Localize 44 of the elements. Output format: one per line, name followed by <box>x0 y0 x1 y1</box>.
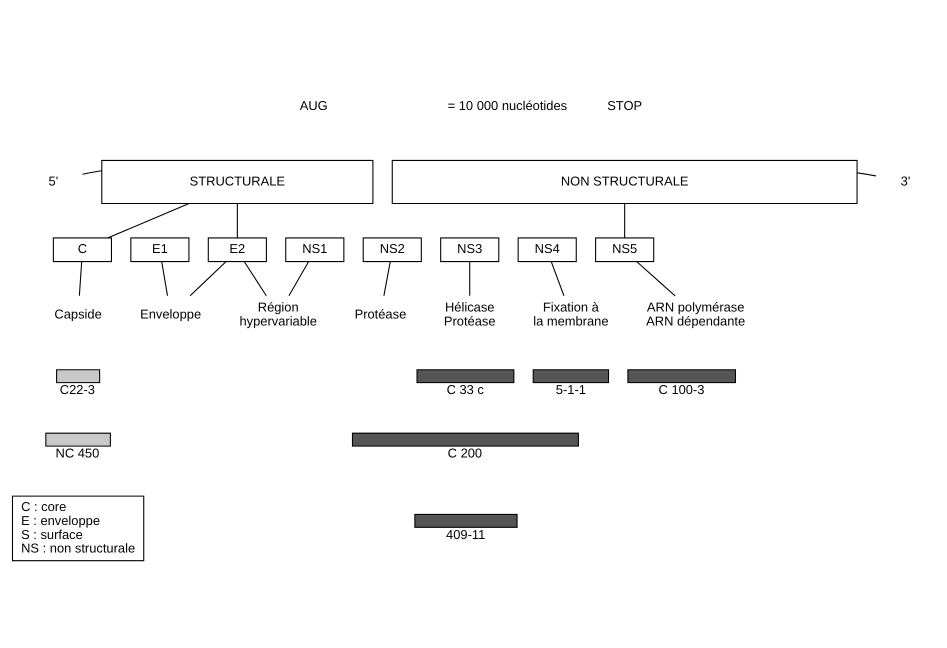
connector <box>190 261 226 296</box>
connector <box>383 262 391 296</box>
node-label: NC 450 <box>56 446 100 461</box>
node-label: 5-1-1 <box>556 382 586 398</box>
node-box: STRUCTURALE <box>101 160 374 204</box>
node-text: 5' <box>48 173 58 188</box>
node-label: C 200 <box>448 446 482 461</box>
node-box: NS4 <box>518 237 577 262</box>
label: = 10 000 nucléotides <box>448 98 568 114</box>
node-box: C : core E : enveloppe S : surface NS : non structurale <box>12 496 144 562</box>
node-box: C <box>52 237 112 262</box>
connector <box>108 203 189 238</box>
node-box: E1 <box>130 237 190 262</box>
node-box: E2 <box>208 237 267 262</box>
node-text: Région hypervariable <box>239 300 317 329</box>
node-box: NON STRUCTURALE <box>392 160 858 204</box>
node-text: 3' <box>900 173 910 188</box>
connector <box>236 204 238 238</box>
node-text: Enveloppe <box>140 306 202 322</box>
node-label: C22-3 <box>60 382 95 398</box>
node-box: NS5 <box>595 237 654 262</box>
connector <box>624 204 626 238</box>
node-text: Capside <box>54 306 102 322</box>
node-label: 409-11 <box>446 526 486 542</box>
connector <box>550 261 564 296</box>
connector <box>244 261 267 296</box>
connector <box>78 262 82 296</box>
label: STOP <box>607 98 642 114</box>
node-label: C 100-3 <box>658 382 704 398</box>
node-box: NS2 <box>362 237 422 262</box>
node-text: Fixation à la membrane <box>533 300 609 329</box>
node-text: ARN polymérase ARN dépendante <box>646 300 746 329</box>
connector <box>469 262 470 296</box>
node-label: C 33 c <box>446 382 484 398</box>
node-text: Hélicase Protéase <box>444 300 496 329</box>
label: AUG <box>300 98 328 114</box>
connector <box>288 261 310 296</box>
connector <box>857 172 876 176</box>
node-text: Protéase <box>354 306 406 322</box>
connector <box>82 170 102 175</box>
node-box: NS1 <box>285 237 344 262</box>
connector <box>161 262 168 296</box>
node-box: NS3 <box>440 237 500 262</box>
connector <box>636 261 676 296</box>
